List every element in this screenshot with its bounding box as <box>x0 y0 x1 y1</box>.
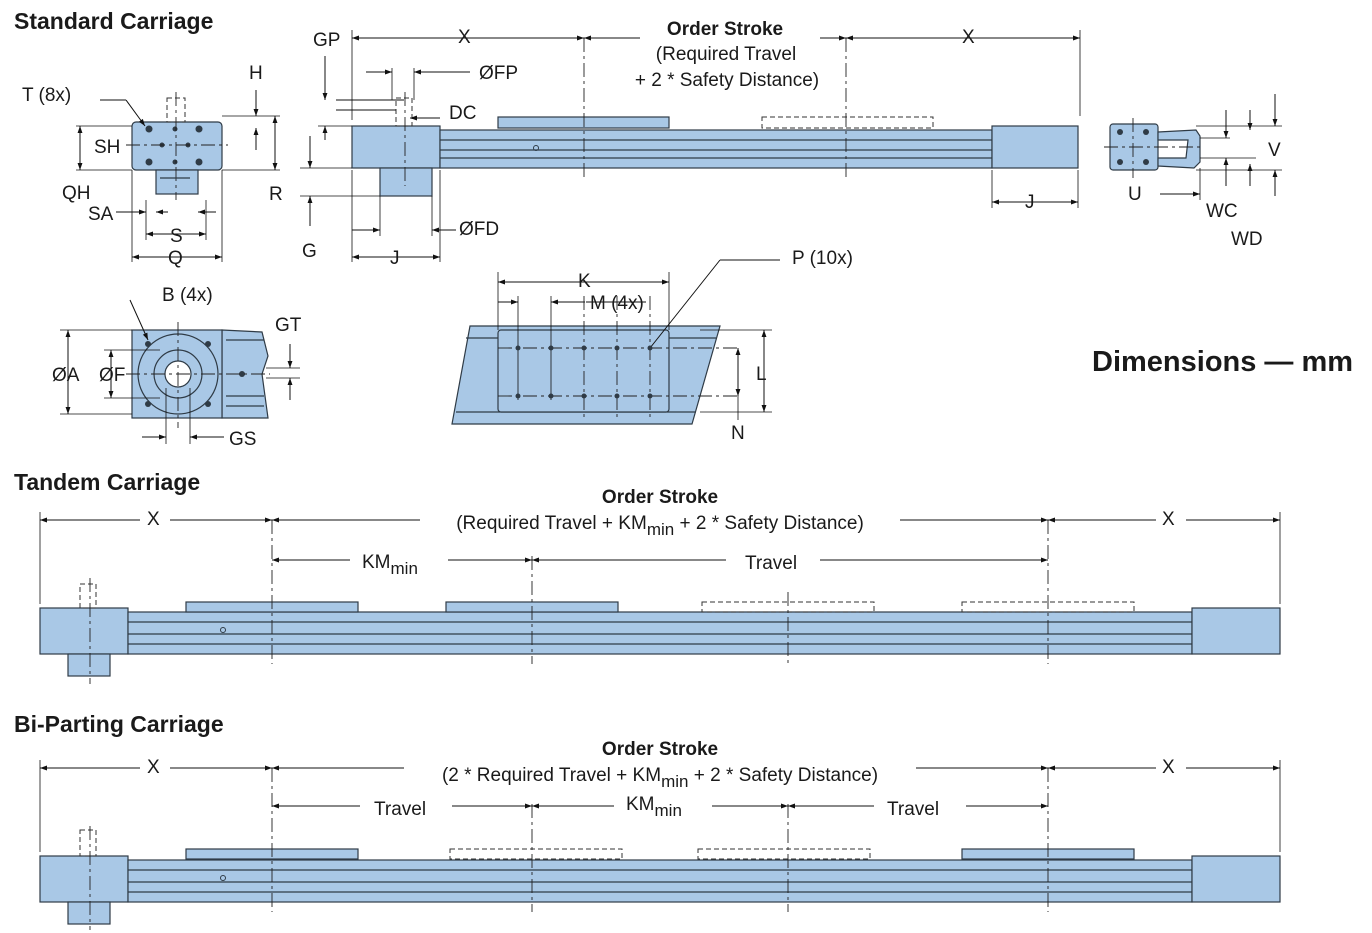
label-p: P (10x) <box>792 248 853 269</box>
label-dc: DC <box>449 103 476 124</box>
tandem-km-min: KMmin <box>362 552 418 578</box>
tandem-actuator <box>39 520 1281 684</box>
tandem-travel: Travel <box>745 553 797 574</box>
tandem-x-right: X <box>1162 509 1175 530</box>
label-gs: GS <box>229 429 256 450</box>
standard-safety-distance: + 2 * Safety Distance) <box>635 70 819 91</box>
label-fd: ØFD <box>459 219 499 240</box>
label-m: M (4x) <box>590 293 644 314</box>
label-v: V <box>1268 140 1281 161</box>
biparting-order-stroke: Order Stroke <box>602 739 718 760</box>
label-wc: WC <box>1206 201 1238 222</box>
title-tandem-carriage: Tandem Carriage <box>14 469 200 495</box>
biparting-x-left: X <box>147 757 160 778</box>
tandem-x-left: X <box>147 509 160 530</box>
label-t: T (8x) <box>22 85 71 106</box>
end-view-dimensions <box>76 90 280 262</box>
standard-order-stroke: Order Stroke <box>667 19 783 40</box>
label-a: ØA <box>52 365 80 386</box>
label-wd: WD <box>1231 229 1263 250</box>
label-h: H <box>249 63 263 84</box>
standard-required-travel: (Required Travel <box>656 44 796 65</box>
title-biparting-carriage: Bi-Parting Carriage <box>14 711 224 737</box>
side-view-dimensions <box>300 30 1081 262</box>
label-fp: ØFP <box>479 63 518 84</box>
units-label: Dimensions — mm <box>1092 346 1353 378</box>
carriage-top-detail <box>451 259 780 425</box>
label-r: R <box>269 184 283 205</box>
biparting-stroke-formula: (2 * Required Travel + KMmin + 2 * Safet… <box>442 765 878 791</box>
label-q: Q <box>168 248 183 269</box>
label-j: J <box>390 248 400 269</box>
label-k: K <box>578 271 591 292</box>
label-x-left: X <box>458 27 471 48</box>
label-b: B (4x) <box>162 285 213 306</box>
biparting-travel-right: Travel <box>887 799 939 820</box>
label-g: G <box>302 241 317 262</box>
label-sa: SA <box>88 204 114 225</box>
biparting-travel-left: Travel <box>374 799 426 820</box>
side-view-actuator <box>351 38 1079 197</box>
label-x-right: X <box>962 27 975 48</box>
end-view-carriage <box>126 92 228 200</box>
label-n: N <box>731 423 745 444</box>
tandem-order-stroke: Order Stroke <box>602 487 718 508</box>
label-gp: GP <box>313 30 340 51</box>
label-gt: GT <box>275 315 302 336</box>
profile-view <box>1104 94 1282 200</box>
biparting-x-right: X <box>1162 757 1175 778</box>
label-j-right: J <box>1025 192 1035 213</box>
tandem-stroke-formula: (Required Travel + KMmin + 2 * Safety Di… <box>456 513 864 539</box>
label-qh: QH <box>62 183 91 204</box>
title-standard-carriage: Standard Carriage <box>14 8 213 34</box>
label-sh: SH <box>94 137 120 158</box>
drive-end-view <box>60 299 300 444</box>
label-f: ØF <box>99 365 125 386</box>
label-l: L <box>756 364 767 385</box>
biparting-actuator <box>39 768 1281 930</box>
label-s: S <box>170 226 183 247</box>
label-u: U <box>1128 184 1142 205</box>
biparting-km-min: KMmin <box>626 794 682 820</box>
